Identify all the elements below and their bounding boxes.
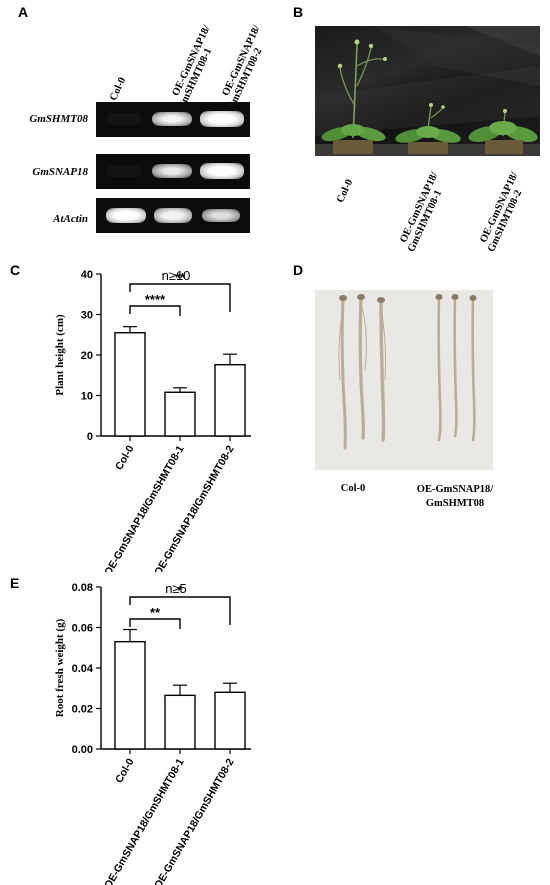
x-tick-label: Col-0	[113, 443, 137, 472]
significance-label: **	[150, 605, 161, 620]
plant-oe1	[395, 103, 461, 154]
y-tick-label: 0.04	[72, 663, 94, 675]
panel-label-d: D	[293, 262, 304, 278]
gel-band	[200, 163, 244, 179]
gel-band	[106, 113, 142, 125]
root-photo	[315, 290, 493, 470]
y-tick-label: 40	[81, 269, 93, 281]
y-tick-label: 10	[81, 391, 93, 403]
plant-photo	[315, 26, 540, 156]
panel-label-e: E	[10, 575, 20, 591]
significance-bracket	[129, 305, 181, 316]
gel-band	[106, 165, 142, 177]
significance-bracket	[129, 283, 231, 312]
y-tick-label: 0.00	[72, 744, 93, 756]
gel-row-shmt08	[96, 102, 250, 137]
gel-band	[202, 209, 240, 222]
bar	[214, 364, 246, 437]
significance-label: *	[177, 583, 183, 598]
photo-d-label-col0: Col-0	[340, 483, 366, 494]
panel-label-b: B	[293, 4, 304, 20]
bar	[164, 391, 196, 437]
panel-label-a: A	[18, 4, 29, 20]
y-tick-label: 0.02	[72, 704, 93, 716]
y-tick-label: 0.06	[72, 623, 93, 635]
gel-band	[152, 112, 192, 126]
gel-lane-label-col0: Col-0	[108, 75, 129, 103]
bar	[164, 694, 196, 750]
significance-bracket	[129, 596, 231, 625]
plant-oe2	[468, 109, 538, 154]
gel-row-snap18	[96, 154, 250, 189]
gel-gene-label-snap18: GmSNAP18	[32, 166, 88, 178]
panel-label-c: C	[10, 262, 21, 278]
gel-row-actin	[96, 198, 250, 233]
gel-gene-label-shmt08: GmSHMT08	[29, 113, 88, 125]
photo-d-label-oe: OE-GmSNAP18/ GmSHMT08	[416, 484, 494, 509]
gel-band	[152, 164, 192, 178]
bar	[114, 332, 146, 437]
bar	[114, 640, 146, 750]
sample-size-annotation: n≥10	[162, 268, 191, 283]
sample-size-annotation: n≥5	[165, 581, 187, 596]
significance-label: ****	[145, 292, 166, 307]
y-tick-label: 20	[81, 350, 93, 362]
y-tick-label: 0	[87, 431, 93, 443]
photo-b-label-col0: Col-0	[335, 177, 356, 205]
significance-bracket	[129, 618, 181, 629]
photo-b-label-oe1: OE-GmSNAP18/ GmSHMT08-1	[398, 170, 445, 254]
gel-band	[106, 208, 146, 223]
y-axis-label: Plant height (cm)	[54, 314, 66, 396]
plant-photo-drawing	[315, 26, 540, 156]
y-tick-label: 30	[81, 310, 93, 322]
y-tick-label: 0.08	[72, 582, 93, 594]
y-axis-label: Root fresh weight (g)	[54, 618, 66, 717]
photo-b-label-oe2: OE-GmSNAP18/ GmSHMT08-2	[478, 170, 525, 254]
gel-band	[154, 208, 192, 223]
gel-gene-label-actin: AtActin	[53, 213, 88, 225]
root-photo-drawing	[338, 294, 477, 450]
bar	[214, 691, 246, 750]
gel-band	[200, 111, 244, 127]
plant-col0	[321, 39, 387, 154]
significance-label: **	[175, 270, 186, 285]
x-tick-label: Col-0	[113, 756, 137, 785]
